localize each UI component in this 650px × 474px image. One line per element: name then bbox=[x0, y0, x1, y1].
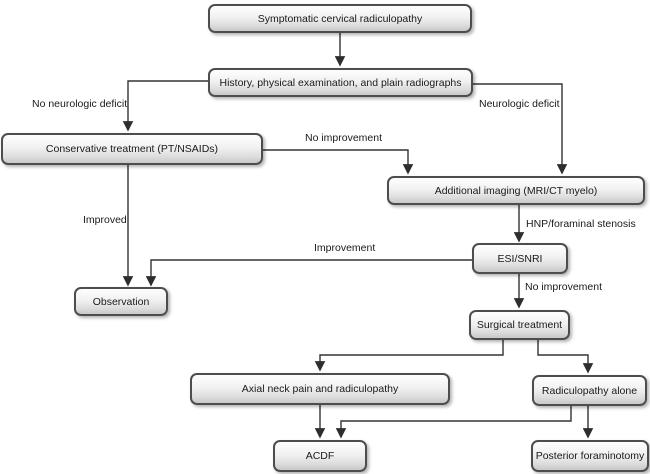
edge-label-improved: Improved bbox=[83, 214, 127, 226]
edge-label-improvement: Improvement bbox=[314, 242, 376, 254]
edge-esi-observation bbox=[145, 259, 472, 287]
edge-label-hnp-foraminal-stenosis: HNP/foraminal stenosis bbox=[526, 218, 636, 230]
node-acdf: ACDF bbox=[273, 440, 367, 472]
edge-surgical-axial bbox=[314, 340, 504, 372]
node-history: History, physical examination, and plain… bbox=[208, 68, 473, 97]
edge-label-no-improvement-top: No improvement bbox=[305, 132, 383, 144]
edge-conservative-imaging bbox=[263, 149, 414, 175]
node-imaging: Additional imaging (MRI/CT myelo) bbox=[387, 176, 645, 205]
node-observation: Observation bbox=[74, 287, 168, 316]
node-radiculopathy-alone: Radiculopathy alone bbox=[532, 375, 647, 406]
edge-label-neurologic-deficit: Neurologic deficit bbox=[479, 98, 560, 110]
node-axial: Axial neck pain and radiculopathy bbox=[190, 373, 450, 405]
edge-history-imaging bbox=[471, 83, 568, 175]
edge-label-no-improvement-mid: No improvement bbox=[525, 281, 603, 293]
edge-radiculopathy-acdf bbox=[335, 406, 572, 439]
edge-surgical-radiculopathy bbox=[537, 340, 594, 374]
node-surgical: Surgical treatment bbox=[469, 310, 570, 340]
edge-label-no-neurologic-deficit: No neurologic deficit bbox=[32, 98, 128, 110]
edge-history-conservative bbox=[122, 80, 208, 132]
node-conservative: Conservative treatment (PT/NSAIDs) bbox=[1, 133, 263, 165]
node-posterior: Posterior foraminotomy bbox=[531, 440, 649, 472]
node-symptomatic: Symptomatic cervical radiculopathy bbox=[208, 4, 472, 33]
node-esi: ESI/SNRI bbox=[472, 243, 568, 274]
